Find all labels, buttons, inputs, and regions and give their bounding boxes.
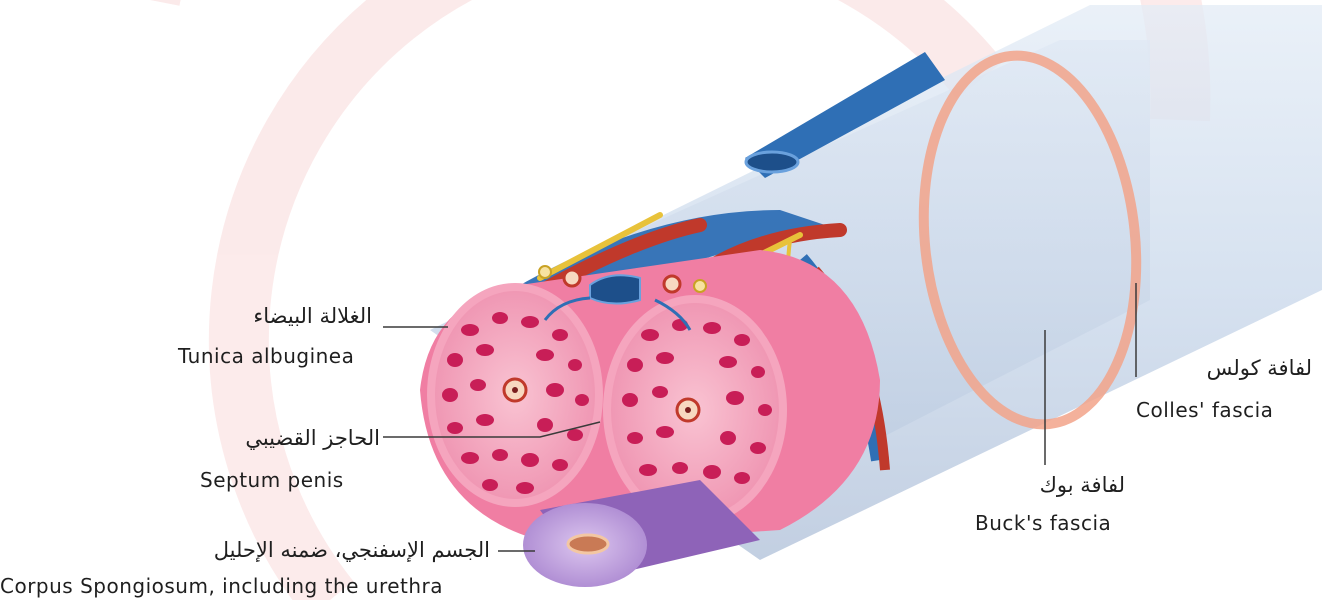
bucks-fascia-label-ar: لفافة بوك: [975, 473, 1125, 497]
colles-fascia-label-en: Colles' fascia: [1136, 398, 1273, 422]
tunica-albuginea-label-ar: الغلالة البيضاء: [150, 304, 372, 328]
corpus-spongiosum-label-ar: الجسم الإسفنجي، ضمنه الإحليل: [90, 538, 490, 562]
tunica-albuginea-label-en: Tunica albuginea: [178, 344, 354, 368]
septum-penis-label-en: Septum penis: [200, 468, 344, 492]
bucks-fascia-label-en: Buck's fascia: [975, 511, 1111, 535]
colles-fascia-label-ar: لفافة كولس: [1140, 356, 1312, 380]
urethra: [568, 535, 608, 553]
corpus-spongiosum-label-en: Corpus Spongiosum, including the urethra: [0, 574, 443, 598]
septum-penis-label-ar: الحاجز القضيبي: [170, 426, 380, 450]
